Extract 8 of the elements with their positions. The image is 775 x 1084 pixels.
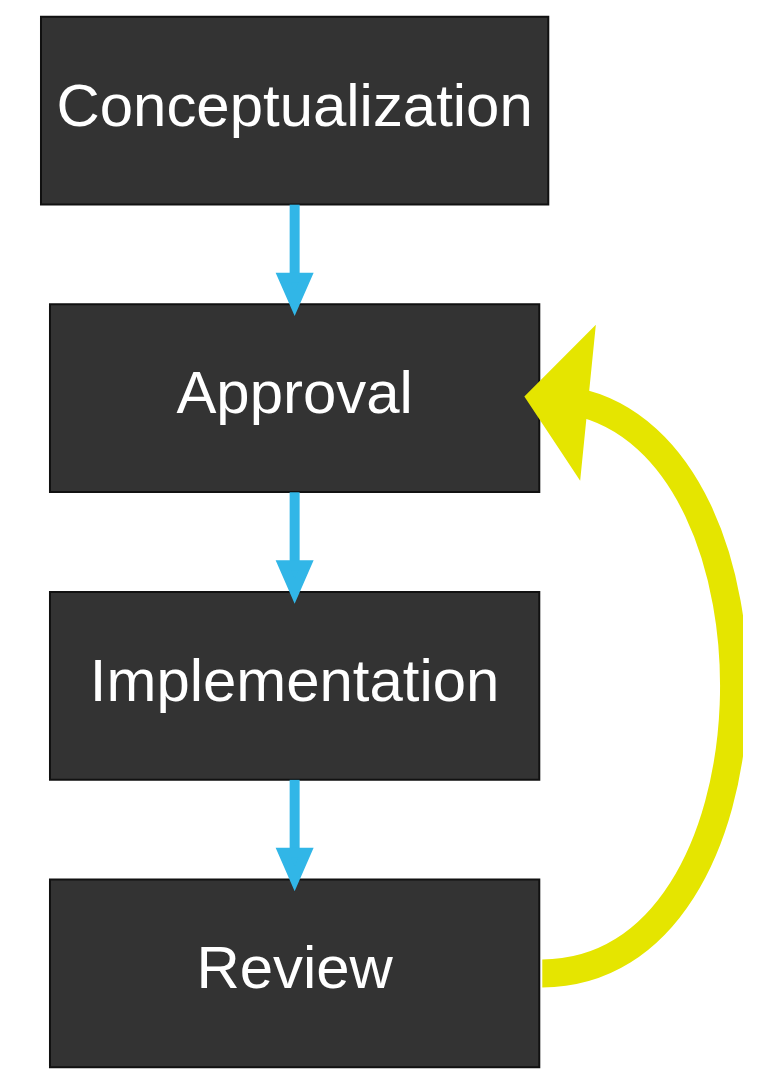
arrow [275, 492, 314, 604]
arrow [275, 204, 314, 317]
node-box: Review [48, 878, 540, 1069]
node-box: Approval [48, 303, 540, 494]
node-box: Implementation [48, 590, 540, 781]
arrow [275, 779, 314, 892]
node-box: Conceptualization [39, 15, 549, 206]
arrow [523, 324, 743, 988]
